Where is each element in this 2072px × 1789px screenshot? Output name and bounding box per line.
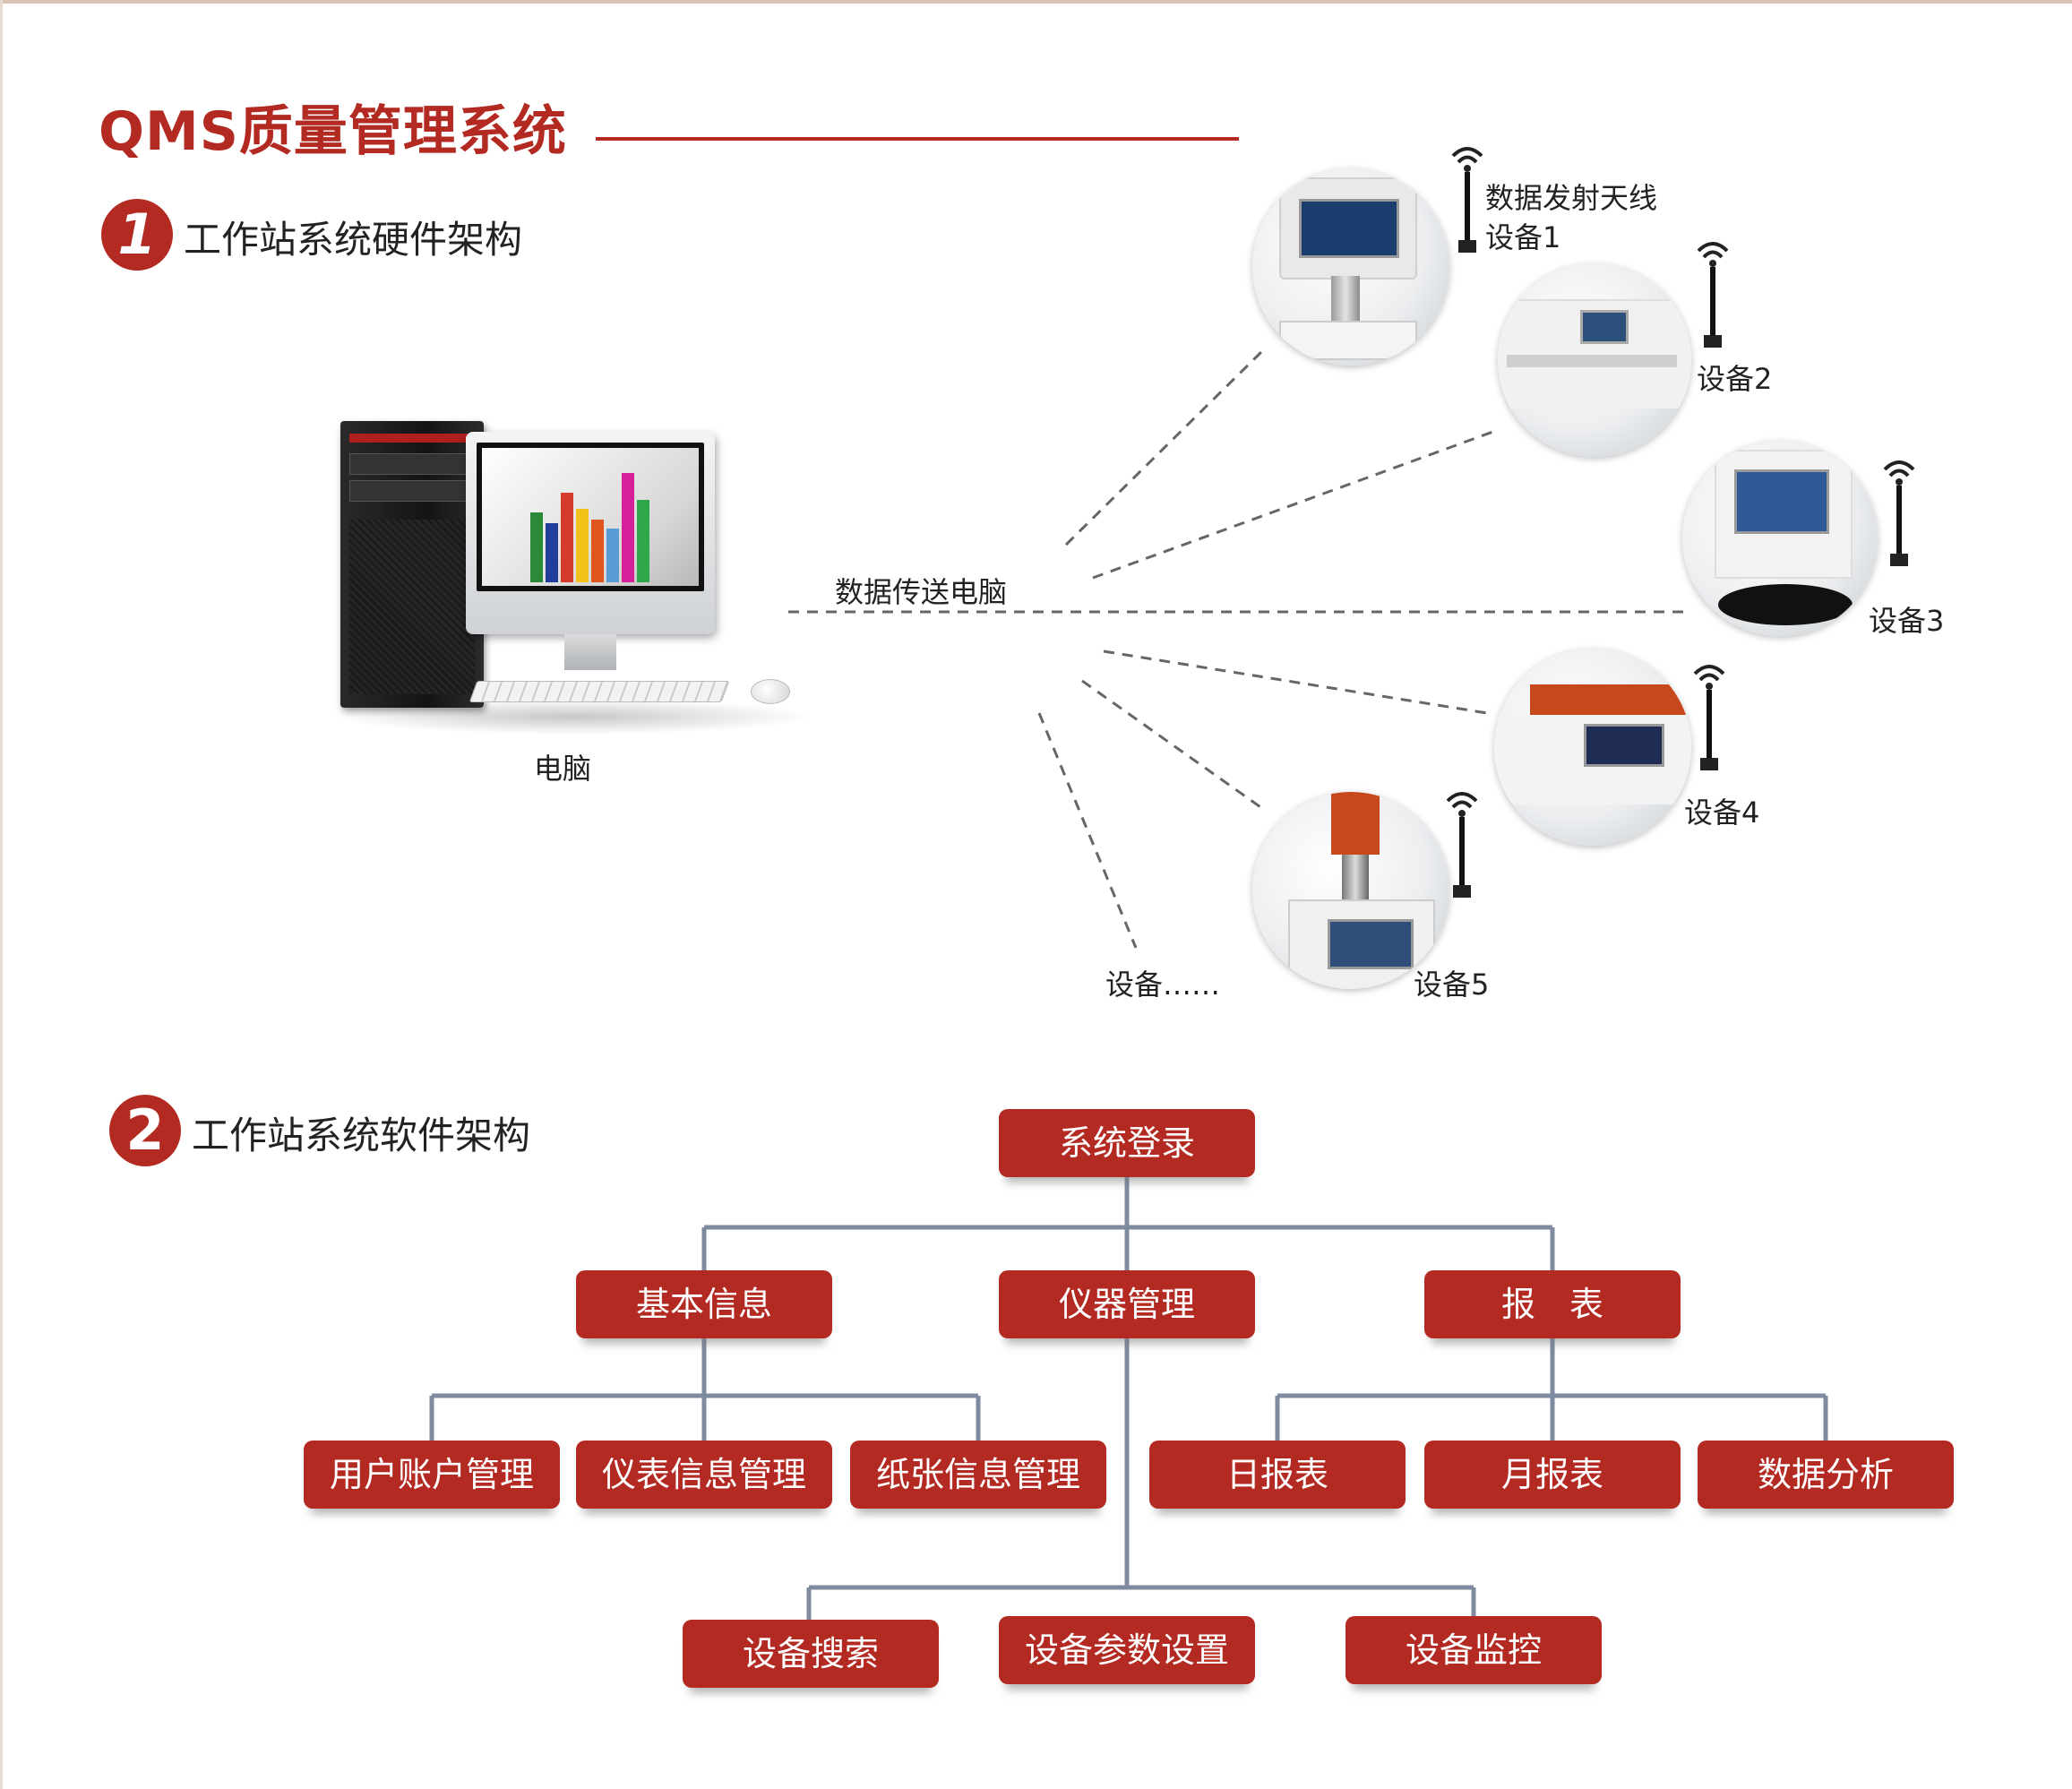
screen-bar [591, 520, 604, 582]
device4-label: 设备4 [1684, 796, 1760, 830]
device2-label: 设备2 [1697, 362, 1773, 396]
node-basic-info: 基本信息 [576, 1270, 832, 1338]
wifi-antenna-icon [1440, 134, 1494, 260]
link-device2 [1092, 428, 1499, 580]
section1-title: 工作站系统硬件架构 [184, 218, 523, 262]
computer-label: 电脑 [534, 752, 592, 786]
node-data-analysis: 数据分析 [1698, 1441, 1954, 1509]
node-report: 报 表 [1424, 1270, 1681, 1338]
node-system-login: 系统登录 [999, 1109, 1255, 1177]
node-device-monitoring: 设备监控 [1346, 1616, 1602, 1684]
wifi-antenna-icon [1686, 229, 1740, 355]
section2-badge: 2 [109, 1095, 181, 1166]
computer-tower-icon [340, 421, 484, 708]
node-device-parameter-settings: 设备参数设置 [999, 1616, 1255, 1684]
link-label: 数据传送电脑 [835, 575, 1008, 609]
bar-chart-graphic [530, 473, 649, 582]
antenna-label: 数据发射天线 [1485, 181, 1658, 215]
screen-bar [561, 493, 573, 582]
link-device1 [1064, 350, 1263, 546]
node-meter-info-management: 仪表信息管理 [576, 1441, 832, 1509]
device5-label: 设备5 [1414, 968, 1490, 1002]
section1-badge: 1 [101, 199, 173, 271]
wifi-antenna-icon [1682, 652, 1736, 778]
title-underline [596, 137, 1239, 141]
dashed-links [788, 350, 1684, 949]
device4-image [1494, 649, 1691, 846]
node-daily-report: 日报表 [1149, 1441, 1406, 1509]
screen-bar [622, 473, 634, 582]
device3-label: 设备3 [1869, 604, 1945, 638]
node-user-account-management: 用户账户管理 [304, 1441, 560, 1509]
wifi-antenna-icon [1872, 448, 1926, 573]
computer-group [322, 412, 824, 735]
device1-label: 设备1 [1485, 220, 1561, 254]
link-more [1037, 712, 1138, 949]
screen-bar [530, 512, 543, 582]
node-paper-info-management: 纸张信息管理 [850, 1441, 1106, 1509]
mouse-icon [751, 679, 790, 704]
node-device-search: 设备搜索 [683, 1620, 939, 1688]
screen-bar [576, 509, 589, 582]
device5-image [1252, 792, 1449, 989]
left-border [0, 0, 3, 1789]
section2-title: 工作站系统软件架构 [192, 1114, 531, 1157]
screen-bar [606, 529, 619, 582]
link-device4 [1103, 649, 1488, 715]
node-monthly-report: 月报表 [1424, 1441, 1681, 1509]
screen-bar [546, 523, 558, 582]
node-instrument-management: 仪器管理 [999, 1270, 1255, 1338]
device2-image [1498, 263, 1691, 457]
page-title: QMS质量管理系统 [99, 100, 567, 163]
device1-image [1252, 168, 1449, 366]
monitor-icon [466, 432, 715, 670]
device3-image [1682, 441, 1878, 636]
wifi-antenna-icon [1435, 779, 1489, 905]
screen-bar [637, 500, 649, 582]
more-devices-label: 设备…… [1105, 968, 1221, 1002]
top-border [0, 0, 2072, 4]
